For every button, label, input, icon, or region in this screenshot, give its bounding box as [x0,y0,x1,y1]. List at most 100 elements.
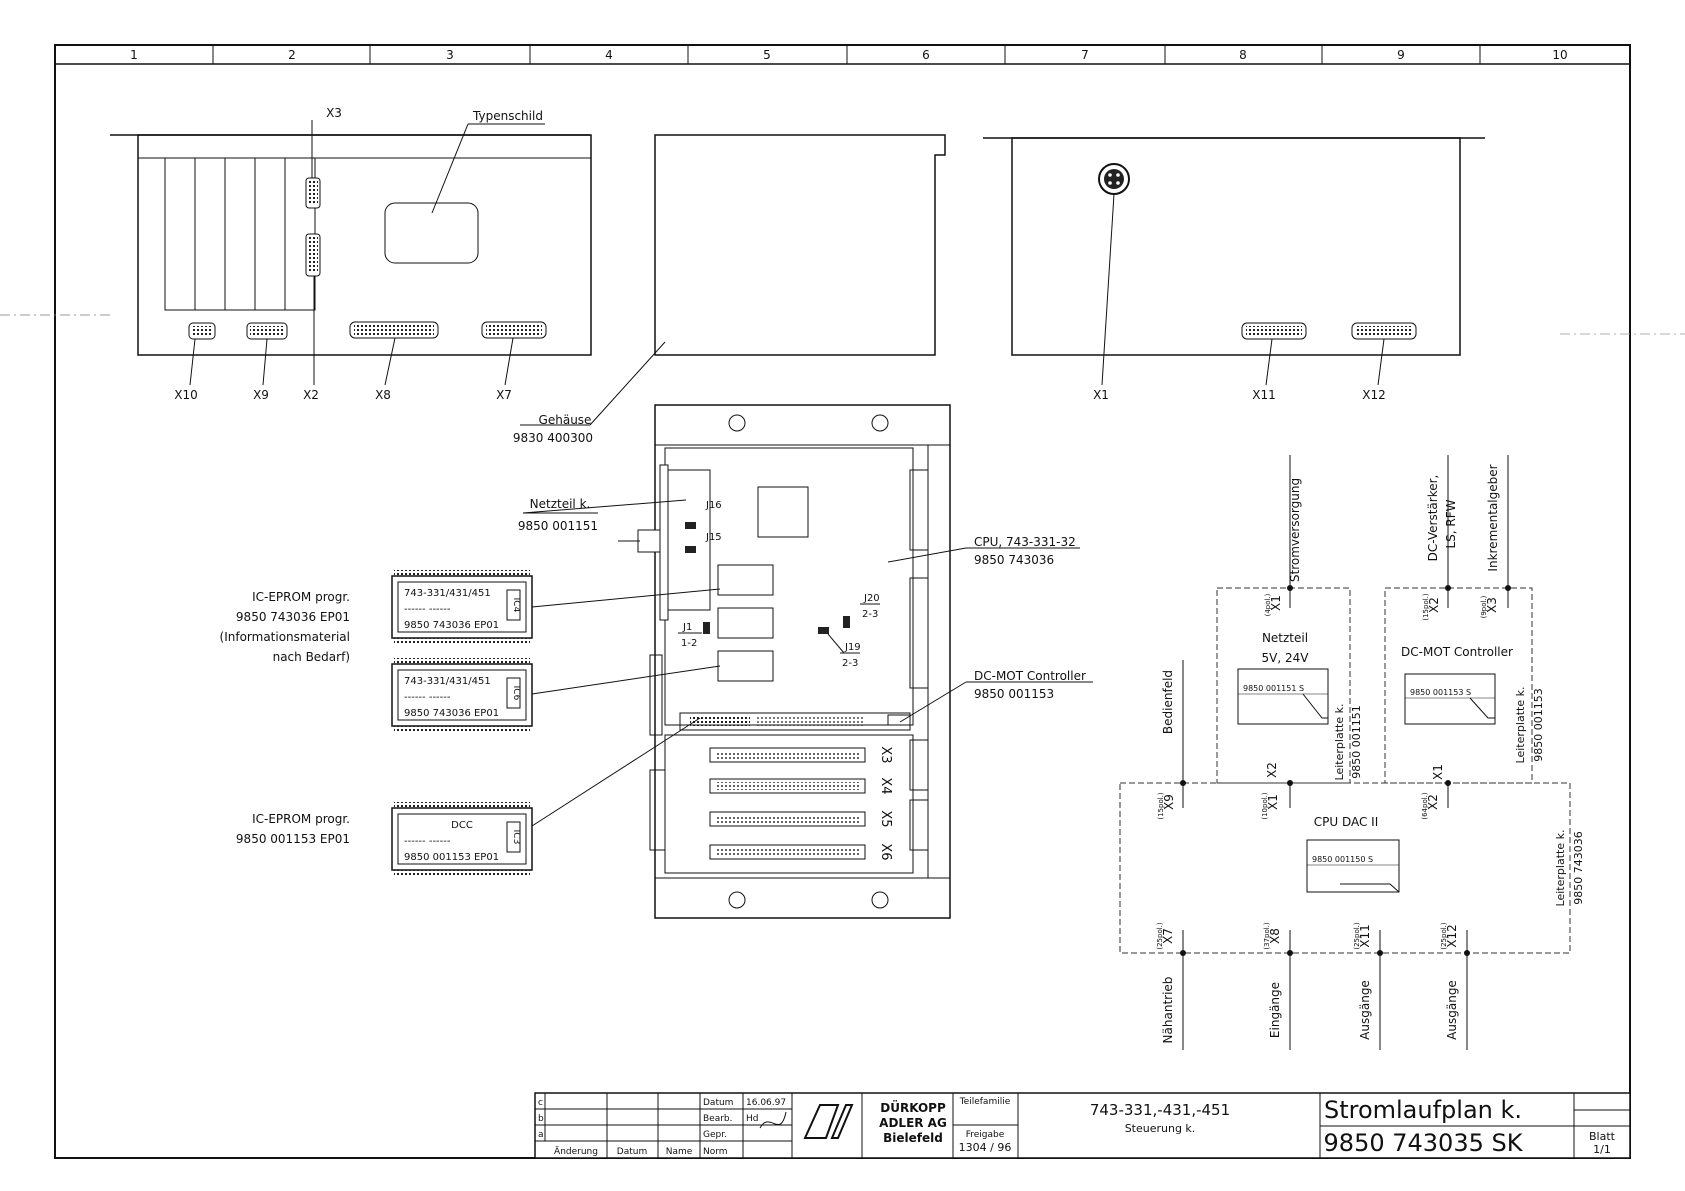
column-number: 1 [130,48,138,62]
netzteil-side-1: Leiterplatte k. [1333,704,1346,781]
label-teilefamilie: Teilefamilie [959,1097,1011,1107]
label-gehaeuse: Gehäuse [539,413,592,427]
jumper-j19-position: 2-3 [842,658,858,669]
netzteil-number: 9850 001151 [518,519,598,533]
jumper-j1-position: 1-2 [681,638,697,649]
jumper-j19-label: J19 [844,642,861,653]
label-datum: Datum [703,1098,733,1108]
column-number: 8 [1239,48,1247,62]
cpu-x2-pol: (64pol.) [1421,792,1429,820]
chip2-mid: ------ ------ [404,692,451,703]
side-panel-view: X1 X11 X12 [983,137,1685,402]
netzteil-x2: X2 [1265,762,1279,778]
dcmot-x3: X3 [1485,597,1499,613]
chip2-top: 743-331/431/451 [404,676,491,687]
dcmot-x1: X1 [1431,764,1445,780]
netzteil-voltage: 5V, 24V [1262,651,1310,665]
rev-a: a [538,1130,544,1140]
company-line-3: Bielefeld [883,1131,943,1145]
netzteil-x1-pol: (4pol.) [1264,593,1272,616]
label-naehantrieb: Nähantrieb [1161,977,1175,1044]
chip1-top: 743-331/431/451 [404,588,491,599]
slot-x3-label: X3 [878,746,893,763]
netzteil-box-number: 9850 001151 S [1243,684,1304,693]
label-gehaeuse-number: 9830 400300 [513,431,593,445]
netzteil-x1: X1 [1269,595,1283,611]
slot-x6-label: X6 [878,843,893,860]
cpu-x12: X12 [1445,924,1459,948]
eprom-group1-line4: nach Bedarf) [273,650,350,664]
cpu-x12-pol: (25pol.) [1440,922,1448,950]
cpu-side-2: 9850 743036 [1572,831,1585,904]
value-bearb: Hd [746,1114,758,1124]
cpu-x11: X11 [1358,924,1372,948]
housing-view: Gehäuse 9830 400300 [513,134,946,445]
column-number: 6 [922,48,930,62]
netzteil-side-2: 9850 001151 [1350,705,1363,778]
drawing-subtitle: Steuerung k. [1125,1122,1196,1135]
label-ausgaenge-1: Ausgänge [1358,980,1372,1040]
chip3-ic: IC3 [511,830,521,845]
label-x10: X10 [174,388,198,402]
label-freigabe: Freigabe [966,1130,1005,1140]
dcmot-x2: X2 [1427,597,1441,613]
cpu-x9-pol: (15pol.) [1157,792,1165,820]
chip1-bottom: 9850 743036 EP01 [404,620,499,631]
chip1-mid: ------ ------ [404,604,451,615]
company-line-1: DÜRKOPP [880,1100,946,1115]
dcmot-title: DC-MOT Controller [1401,645,1513,659]
rear-panel-view: X3 Typenschild X10 X9 X2 X8 X7 [0,106,592,402]
dcmot-side-1: Leiterplatte k. [1514,687,1527,764]
jumper-j1-label: J1 [682,622,692,633]
column-number: 2 [288,48,296,62]
eprom-group1-line2: 9850 743036 EP01 [236,610,350,624]
cpu-title: CPU DAC II [1314,815,1379,829]
label-bearb: Bearb. [703,1114,733,1124]
cpu-number: 9850 743036 [974,553,1054,567]
jumper-j16-label: J16 [705,500,722,511]
chip3-mid: ------ ------ [404,836,451,847]
col-aenderung: Änderung [554,1146,598,1157]
title-block: c b a Änderung Datum Name Datum 16.06.97… [534,1092,1631,1159]
column-number: 3 [446,48,454,62]
cpu-x7: X7 [1161,928,1175,944]
cpu-x11-pol: (25pol.) [1353,922,1361,950]
label-x7: X7 [496,388,512,402]
value-blatt: 1/1 [1593,1143,1611,1156]
column-number: 4 [605,48,613,62]
cpu-x2: X2 [1426,794,1440,810]
cpu-x1-pol: (10pol.) [1261,792,1269,820]
col-datum: Datum [617,1147,647,1157]
slot-x4-label: X4 [878,777,893,794]
label-ausgaenge-2: Ausgänge [1445,980,1459,1040]
rev-c: c [538,1098,543,1108]
dcmot-x3-pol: (9pol.) [1480,595,1488,618]
chip2-bottom: 9850 743036 EP01 [404,708,499,719]
eprom-group2-line2: 9850 001153 EP01 [236,832,350,846]
cpu-side-1: Leiterplatte k. [1554,830,1567,907]
jumper-j15-label: J15 [705,532,722,543]
dc-mot-number: 9850 001153 [974,687,1054,701]
cpu-x1: X1 [1266,794,1280,810]
label-stromversorgung: Stromversorgung [1288,478,1302,582]
col-name: Name [666,1147,693,1157]
column-number: 9 [1397,48,1405,62]
value-freigabe: 1304 / 96 [959,1141,1012,1154]
rev-b: b [538,1114,544,1124]
label-x8: X8 [375,388,391,402]
dc-mot-label: DC-MOT Controller [974,669,1086,683]
jumper-j20-position: 2-3 [862,609,878,620]
label-x3: X3 [326,106,342,120]
column-number: 5 [763,48,771,62]
dcmot-box-number: 9850 001153 S [1410,688,1471,697]
cpu-x7-pol: (25pol.) [1156,922,1164,950]
typenschild-plate [384,202,479,264]
label-typenschild: Typenschild [472,109,543,123]
label-dc-verstaerker: DC-Verstärker, [1426,475,1440,562]
jumper-j20-label: J20 [863,593,880,604]
value-datum: 16.06.97 [746,1098,786,1108]
chip3-bottom: 9850 001153 EP01 [404,852,499,863]
label-x12: X12 [1362,388,1386,402]
eprom-group1-line1: IC-EPROM progr. [252,590,350,604]
